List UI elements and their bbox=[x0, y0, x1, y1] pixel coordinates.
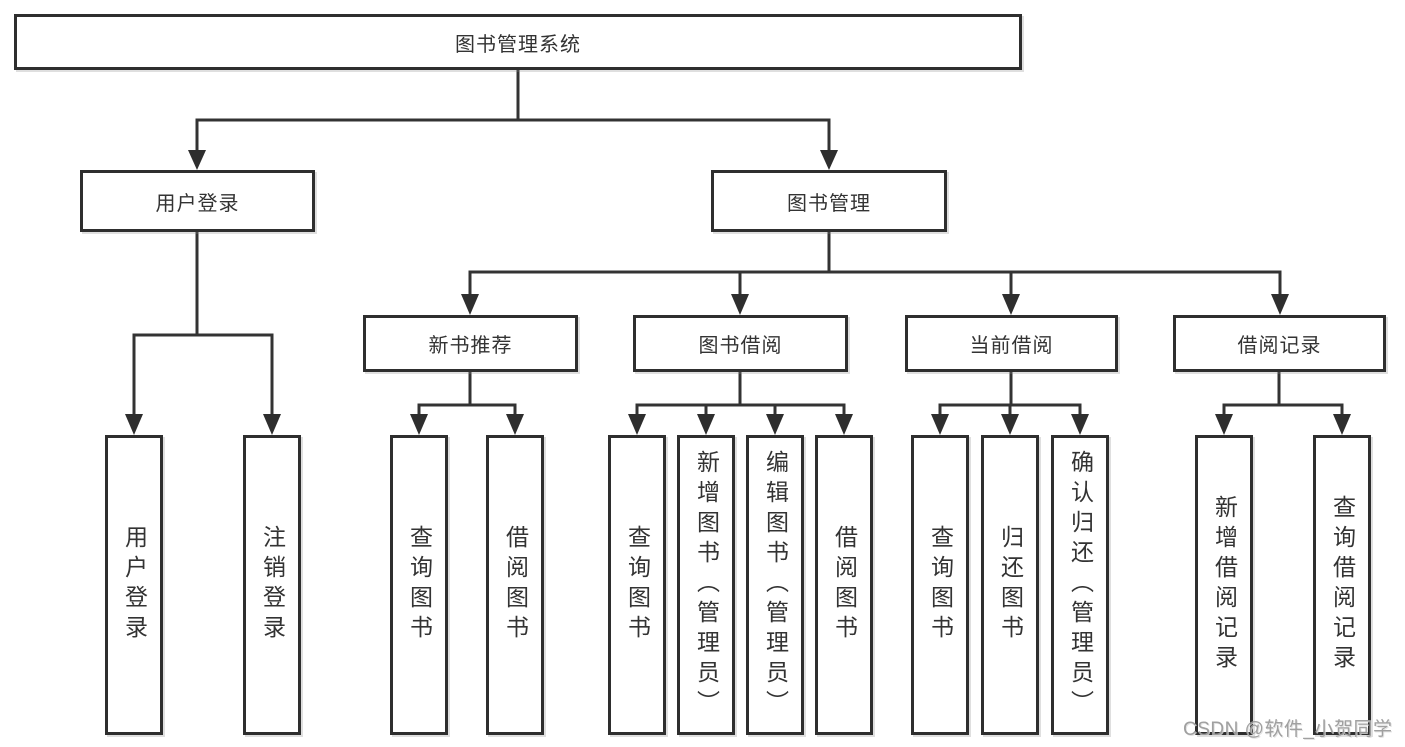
leaf-label: 借阅图书 bbox=[502, 525, 529, 645]
node-new-book-recommendation: 新书推荐 bbox=[363, 315, 578, 372]
leaf-label: 编辑图书（管理员） bbox=[762, 450, 789, 720]
leaf-edit-book-admin: 编辑图书（管理员） bbox=[746, 435, 804, 735]
leaf-query-books-borrowing: 查询图书 bbox=[608, 435, 666, 735]
node-book-borrowing: 图书借阅 bbox=[633, 315, 848, 372]
leaf-borrow-books-recommend: 借阅图书 bbox=[486, 435, 544, 735]
leaf-label: 查询图书 bbox=[927, 525, 954, 645]
leaf-label: 查询图书 bbox=[406, 525, 433, 645]
csdn-watermark: CSDN @软件_小贺同学 bbox=[1183, 719, 1393, 740]
leaf-logout: 注销登录 bbox=[243, 435, 301, 735]
leaf-confirm-return-admin: 确认归还（管理员） bbox=[1051, 435, 1109, 735]
leaf-label: 用户登录 bbox=[121, 525, 148, 645]
node-label: 新书推荐 bbox=[428, 335, 513, 357]
node-user-login: 用户登录 bbox=[80, 170, 315, 232]
leaf-query-books-current: 查询图书 bbox=[911, 435, 969, 735]
leaf-query-books-recommend: 查询图书 bbox=[390, 435, 448, 735]
leaf-label: 新增图书（管理员） bbox=[693, 450, 720, 720]
leaf-add-book-admin: 新增图书（管理员） bbox=[677, 435, 735, 735]
node-label: 当前借阅 bbox=[969, 335, 1054, 357]
node-label: 图书管理 bbox=[787, 192, 871, 215]
leaf-label: 查询借阅记录 bbox=[1329, 495, 1356, 675]
node-borrowing-records: 借阅记录 bbox=[1173, 315, 1386, 372]
node-label: 借阅记录 bbox=[1237, 335, 1322, 357]
node-label: 用户登录 bbox=[155, 192, 240, 215]
leaf-label: 借阅图书 bbox=[831, 525, 858, 645]
leaf-return-book: 归还图书 bbox=[981, 435, 1039, 735]
leaf-add-borrow-record: 新增借阅记录 bbox=[1195, 435, 1253, 735]
node-current-borrowing: 当前借阅 bbox=[905, 315, 1118, 372]
leaf-label: 确认归还（管理员） bbox=[1067, 450, 1094, 720]
leaf-borrow-books-borrowing: 借阅图书 bbox=[815, 435, 873, 735]
node-book-management: 图书管理 bbox=[711, 170, 947, 232]
node-label: 图书管理系统 bbox=[455, 33, 581, 56]
leaf-label: 查询图书 bbox=[624, 525, 651, 645]
leaf-label: 注销登录 bbox=[259, 525, 286, 645]
leaf-label: 新增借阅记录 bbox=[1211, 495, 1238, 675]
node-label: 图书借阅 bbox=[698, 335, 783, 357]
leaf-label: 归还图书 bbox=[997, 525, 1024, 645]
node-library-management-system: 图书管理系统 bbox=[14, 14, 1022, 70]
leaf-query-borrow-record: 查询借阅记录 bbox=[1313, 435, 1371, 735]
leaf-user-login: 用户登录 bbox=[105, 435, 163, 735]
